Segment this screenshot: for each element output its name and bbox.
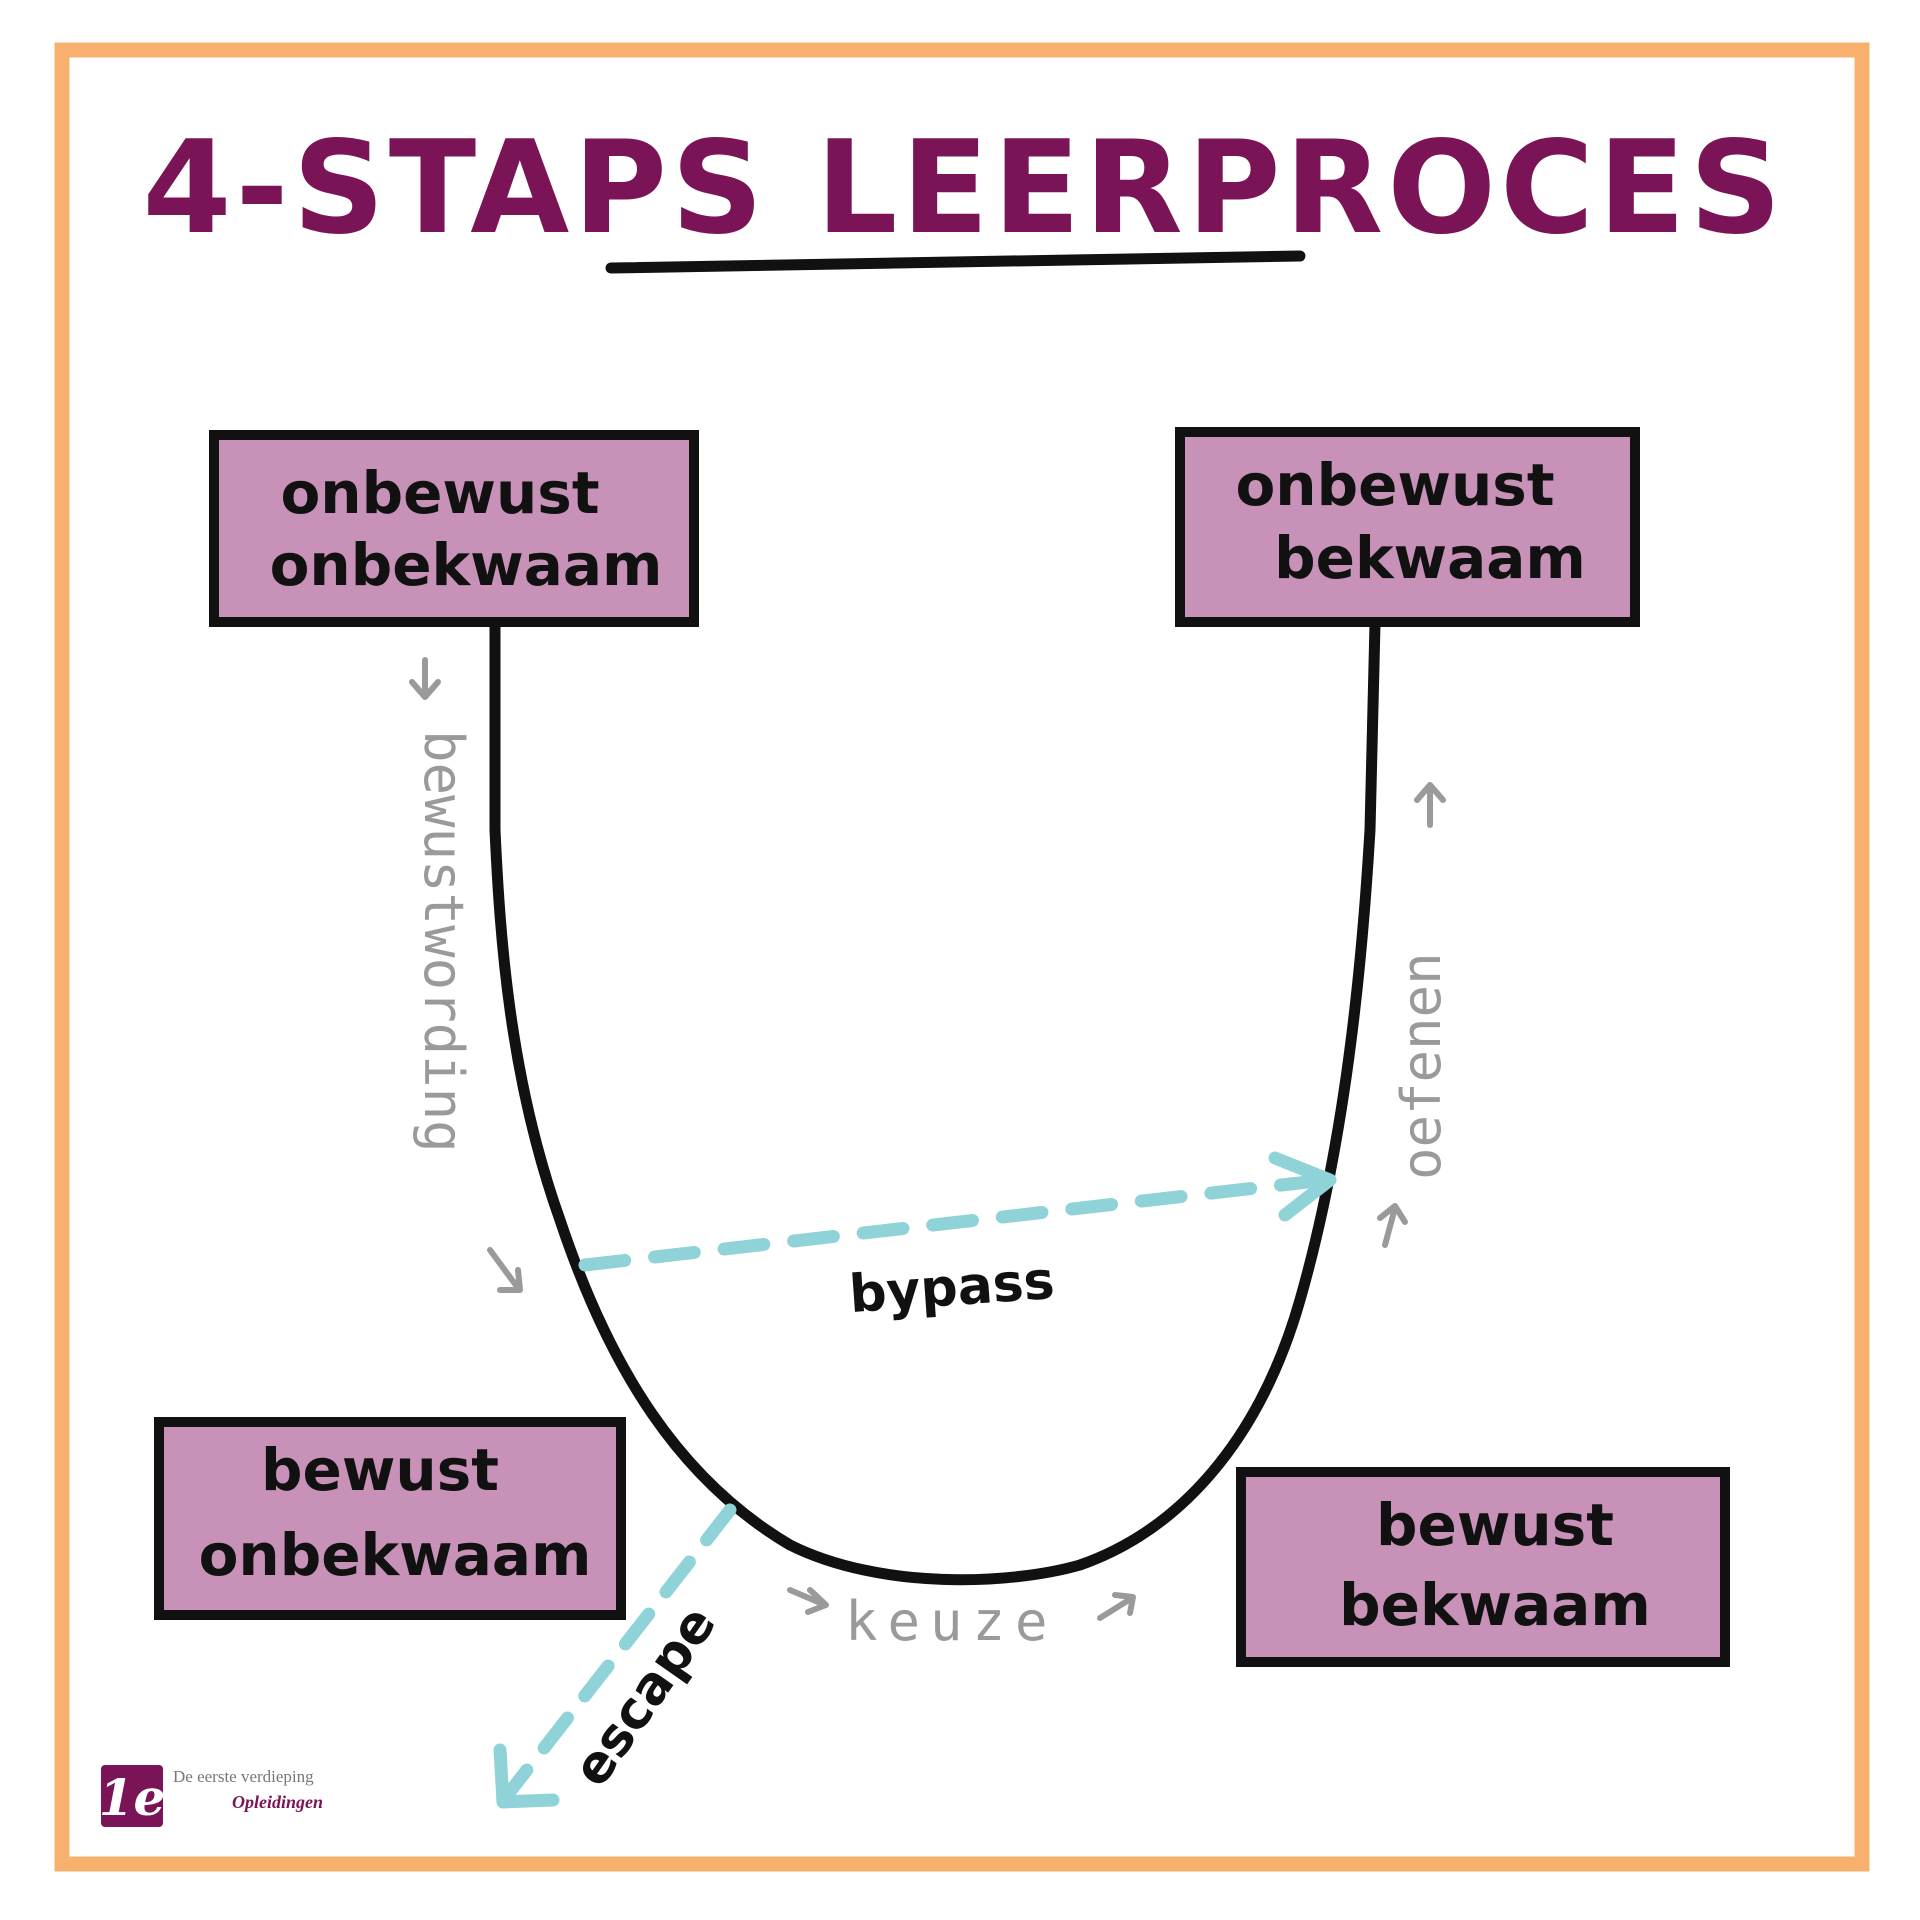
arrow-up-right-icon [1097, 1592, 1136, 1621]
escape-arrowhead-icon [493, 1743, 560, 1809]
stage-conscious-incompetent: bewust onbekwaam [154, 1417, 626, 1620]
arrow-up-icon [1377, 1203, 1408, 1248]
svg-text:onbekwaam: onbekwaam [270, 531, 663, 599]
logo-text-line2: Opleidingen [232, 1792, 323, 1812]
escape-dashed-arrow [498, 1503, 737, 1805]
bypass-arrowhead-icon [1268, 1151, 1337, 1222]
label-bewustwording: bewustwording [412, 730, 475, 1153]
page-title: 4-STAPS LEERPROCES [142, 114, 1785, 263]
logo-mark-icon [101, 1765, 163, 1827]
svg-text:bekwaam: bekwaam [1339, 1571, 1651, 1639]
stage-unconscious-incompetent: onbewust onbekwaam [209, 430, 699, 627]
title-underline [605, 250, 1306, 274]
arrow-down-icon [409, 657, 441, 700]
svg-text:onbewust: onbewust [280, 459, 599, 527]
label-keuze: keuze [845, 1590, 1058, 1653]
stage-unconscious-competent: onbewust bekwaam [1175, 427, 1640, 627]
arrow-down-icon [487, 1247, 523, 1293]
u-curve [489, 618, 1381, 1586]
svg-text:onbewust: onbewust [1235, 451, 1554, 519]
svg-text:bewust: bewust [261, 1436, 499, 1504]
svg-text:onbekwaam: onbekwaam [199, 1521, 592, 1589]
arrow-up-icon [1414, 782, 1446, 828]
bypass-dashed-arrow [578, 1173, 1332, 1272]
arrow-right-icon [787, 1587, 829, 1615]
label-oefenen: oefenen [1390, 952, 1453, 1180]
stage-conscious-competent: bewust bekwaam [1236, 1467, 1730, 1667]
svg-text:bewust: bewust [1376, 1491, 1614, 1559]
svg-text:bekwaam: bekwaam [1274, 524, 1586, 592]
company-logo: 1e De eerste verdieping Opleidingen [99, 1765, 323, 1827]
svg-text:1e: 1e [99, 1768, 166, 1827]
logo-text-line1: De eerste verdieping [173, 1767, 314, 1786]
label-bypass: bypass [847, 1251, 1056, 1325]
